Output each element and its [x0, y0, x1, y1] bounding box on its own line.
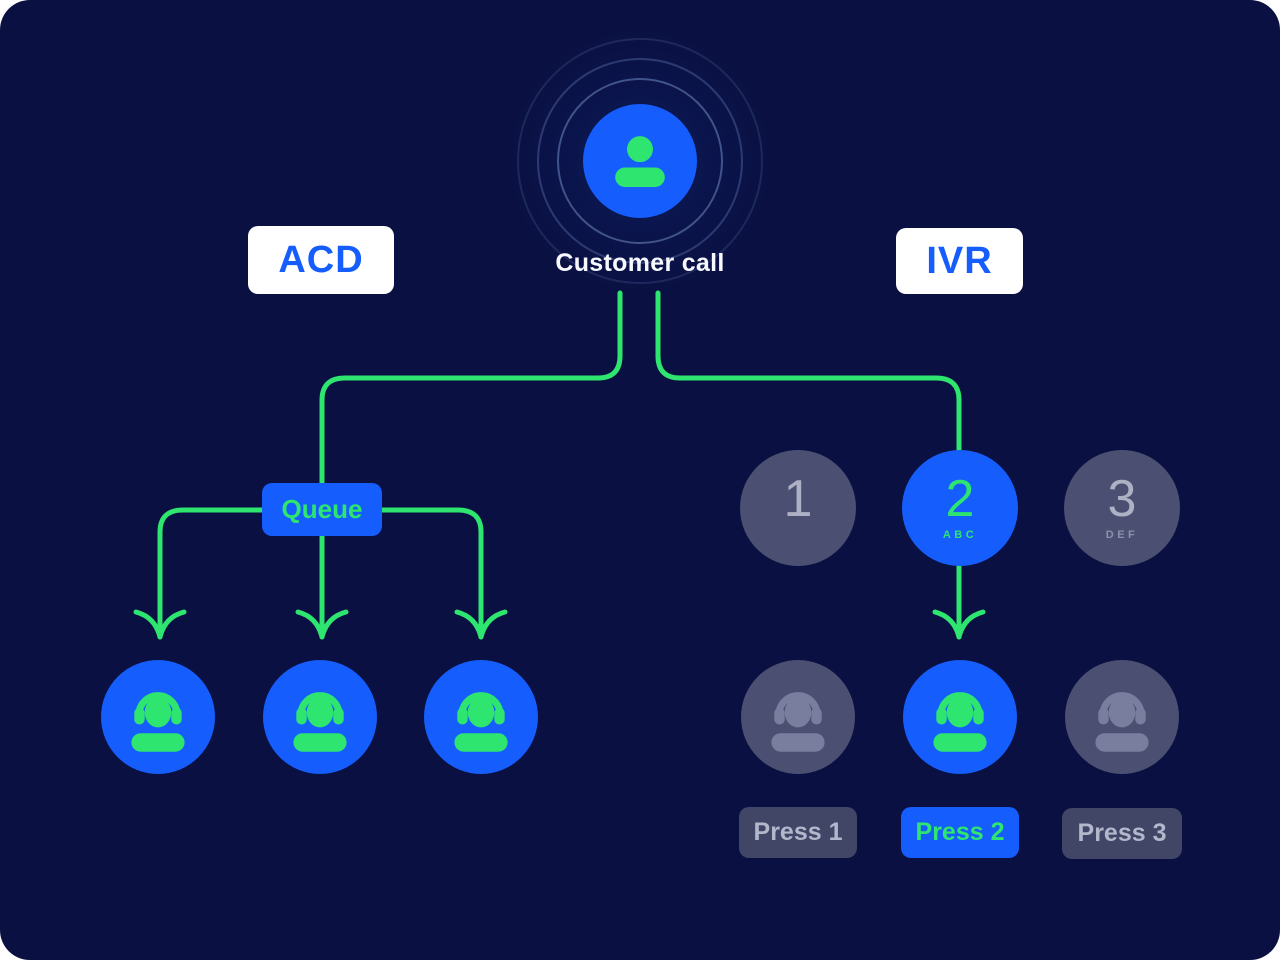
queue-center-arrowhead: [295, 609, 349, 640]
customer-avatar: [583, 104, 697, 218]
queue-left-line: [157, 507, 265, 640]
acd-badge: ACD: [248, 226, 394, 294]
queue-right-arrowhead: [454, 609, 508, 640]
ivr-agent-3: [1065, 660, 1179, 774]
queue-badge: Queue: [262, 483, 382, 536]
queue-left-arrowhead: [133, 609, 187, 640]
headset-icon: [454, 692, 508, 752]
keypad-digit: 1: [783, 470, 813, 528]
press-1-badge: Press 1: [739, 807, 857, 858]
queue-right-line: [379, 507, 484, 640]
headset-icon: [933, 692, 987, 752]
headset-icon: [771, 692, 825, 752]
person-icon: [615, 136, 665, 187]
keypad-digit: 3: [1107, 470, 1137, 528]
customer-call-label: Customer call: [555, 249, 725, 277]
keypad-letters: DEF: [1105, 529, 1139, 541]
keypad-digit: 2: [945, 470, 975, 528]
ivr-agent-1: [741, 660, 855, 774]
headset-icon: [1095, 692, 1149, 752]
acd-agent-2: [263, 660, 377, 774]
acd-agent-1: [101, 660, 215, 774]
pulse-ring-outer: [517, 38, 763, 284]
acd-agent-3: [424, 660, 538, 774]
ivr-badge: IVR: [896, 228, 1023, 294]
keypad-option-1: 1: [740, 450, 856, 566]
headset-icon: [131, 692, 185, 752]
ivr-arrowhead: [932, 609, 986, 640]
press-2-badge: Press 2: [901, 807, 1019, 858]
keypad-option-3: 3 DEF: [1064, 450, 1180, 566]
keypad-letters: ABC: [942, 529, 978, 541]
ivr-agent-2-selected: [903, 660, 1017, 774]
keypad-option-2-selected: 2 ABC: [902, 450, 1018, 566]
stem-left-line: [319, 290, 623, 489]
press-3-badge: Press 3: [1062, 808, 1182, 859]
headset-icon: [293, 692, 347, 752]
stem-right-line: [655, 290, 962, 640]
